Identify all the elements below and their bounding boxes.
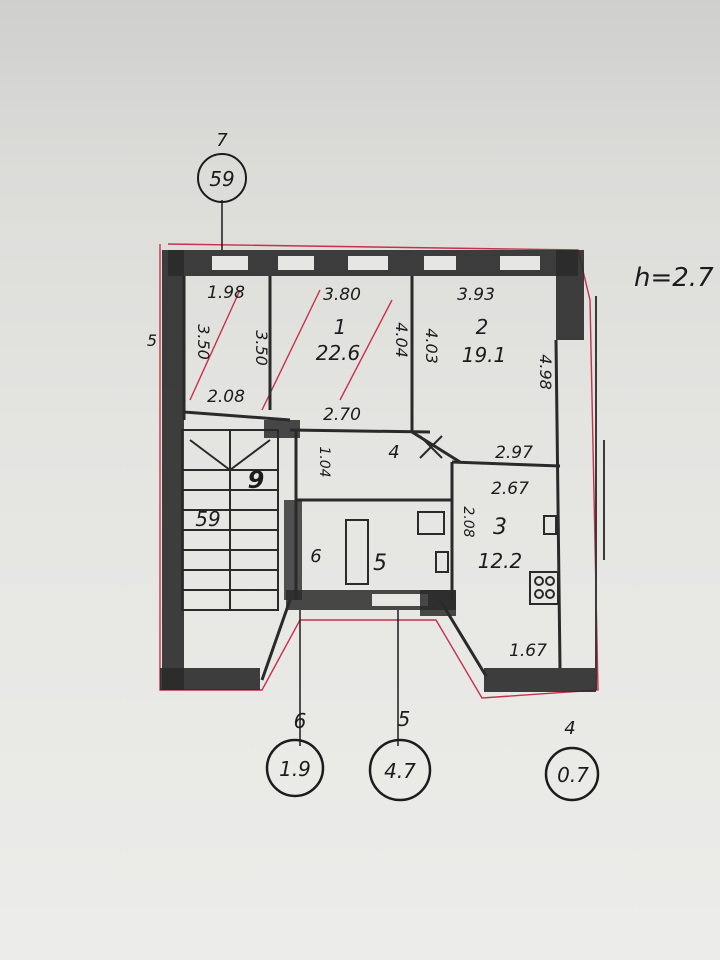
red-diagonal (261, 289, 321, 411)
stove-icon (529, 571, 559, 605)
wall (289, 428, 431, 434)
wall-left (162, 250, 184, 690)
dim-label: 1.67 (509, 641, 547, 661)
dim-label: 2.97 (495, 443, 533, 463)
callout-bottom-1: 6 1.9 (265, 610, 325, 798)
stair-area: 59 (195, 507, 220, 531)
dim-label: 2.08 (460, 506, 476, 537)
wall-right-top (556, 250, 584, 340)
dim-label: 4.98 (536, 354, 555, 390)
callout-bottom-2: 5 4.7 (368, 610, 432, 802)
callout-number: 7 (216, 130, 228, 151)
dim-label: 2.08 (207, 387, 245, 407)
staircase (181, 429, 279, 611)
height-note: h=2.7 (634, 263, 714, 293)
wall (554, 339, 562, 669)
wall (411, 430, 461, 464)
callout-value: 0.7 (557, 763, 589, 787)
room-2-area: 19.1 (462, 343, 507, 367)
wall (451, 460, 561, 468)
room-4-number: 4 (388, 442, 399, 463)
bathtub-icon (345, 519, 369, 585)
stair-label: 9 (248, 466, 265, 494)
callout-number: 5 (398, 707, 411, 731)
room-3-number: 3 (493, 515, 507, 540)
dim-label: 2.70 (323, 405, 361, 425)
window-bottom (372, 594, 428, 606)
sink-icon (435, 551, 449, 573)
callout-value: 4.7 (384, 759, 416, 783)
dim-label: 3.50 (194, 324, 213, 360)
room-1-area: 22.6 (316, 341, 361, 365)
sink-icon (543, 515, 557, 535)
wall-bottom-left (160, 668, 260, 690)
wall-stub (420, 590, 456, 616)
wall (183, 410, 291, 422)
callout-top: 7 59 (197, 130, 247, 250)
cross-mark (419, 435, 443, 459)
dim-label: 5 (147, 331, 157, 350)
wall-bottom-right (484, 668, 596, 692)
callout-number: 4 (564, 718, 575, 739)
callout-value: 59 (209, 167, 234, 191)
room-1-number: 1 (334, 315, 347, 339)
dim-label: 3.50 (252, 330, 271, 366)
red-diagonal (189, 289, 241, 401)
room-3-area: 12.2 (478, 549, 523, 573)
red-diagonal (339, 299, 393, 401)
callout-bottom-3: 4 0.7 (544, 718, 600, 802)
windows-top (212, 256, 540, 270)
dim-label: 2.67 (491, 479, 529, 499)
dim-label: 1.98 (207, 283, 245, 303)
dim-label: 3.93 (457, 285, 495, 305)
dim-label: 4.04 (392, 322, 411, 358)
wall (260, 599, 292, 681)
room-6-number: 6 (310, 546, 321, 567)
room-5-number: 5 (373, 551, 387, 576)
dim-label: 4.03 (422, 328, 441, 364)
toilet-icon (417, 511, 445, 535)
wall-stub (284, 500, 302, 600)
wall-stub (264, 420, 300, 438)
dim-label: 3.80 (323, 285, 361, 305)
adjacent-wall-right (595, 296, 605, 690)
dim-label: 1.04 (316, 446, 332, 477)
room-2-number: 2 (476, 315, 489, 339)
callout-number: 6 (294, 709, 307, 733)
callout-value: 1.9 (279, 757, 311, 781)
